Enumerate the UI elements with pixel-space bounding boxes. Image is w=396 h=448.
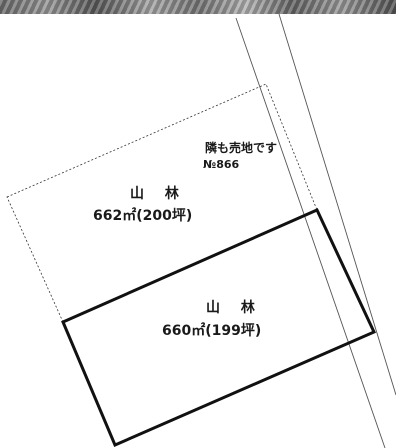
lower-parcel-tsubo: (199坪) — [205, 323, 262, 339]
road-edge-right — [278, 13, 396, 396]
upper-parcel-outline — [6, 83, 318, 323]
neighbor-listing-number: №866 — [203, 158, 240, 171]
lower-parcel-area-label: 660㎡(199坪) — [162, 320, 261, 340]
neighbor-sale-note: 隣も売地です — [205, 141, 278, 155]
lower-parcel-outline — [61, 208, 377, 447]
upper-parcel-tsubo: (200坪) — [136, 208, 193, 224]
upper-parcel-area-label: 662㎡(200坪) — [93, 205, 192, 225]
lower-parcel-area: 660㎡ — [162, 323, 206, 339]
road-edge-left — [235, 17, 386, 448]
upper-parcel-land-type: 山 林 — [130, 186, 187, 202]
aerial-photo-edge — [0, 0, 396, 14]
upper-parcel-area: 662㎡ — [93, 208, 137, 224]
lower-parcel-land-type: 山 林 — [206, 300, 263, 316]
